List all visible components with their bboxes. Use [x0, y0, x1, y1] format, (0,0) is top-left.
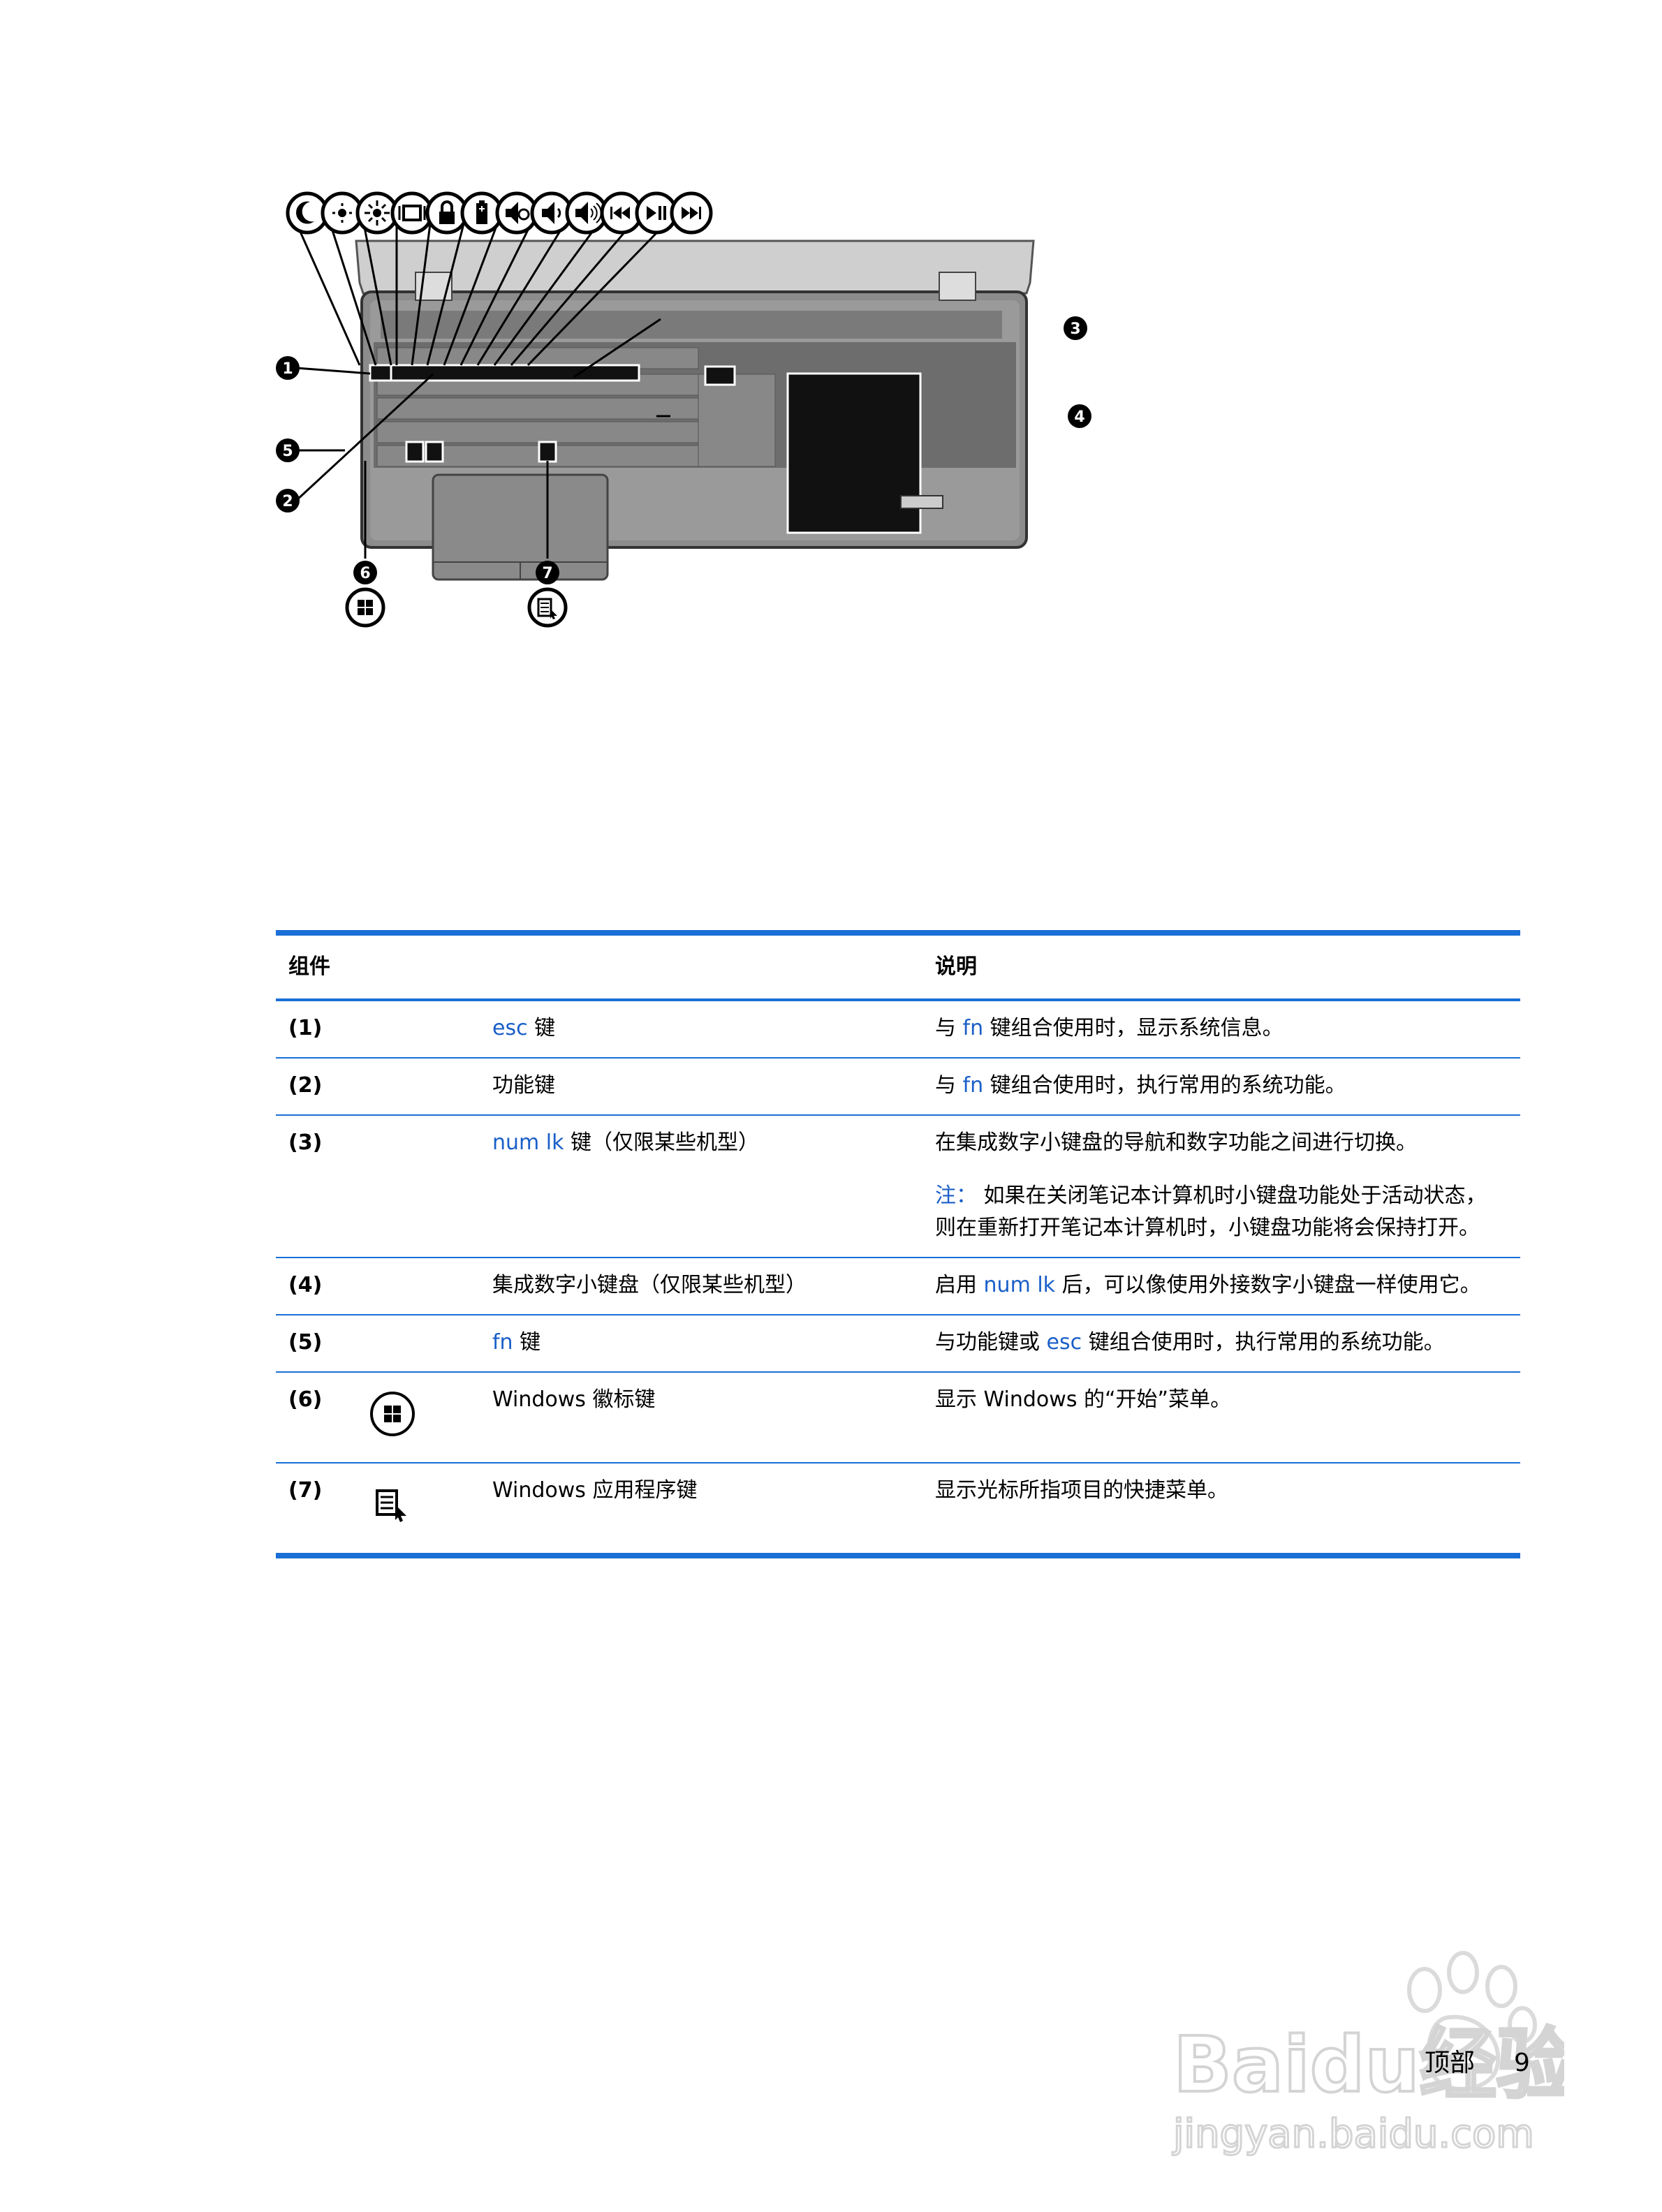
key-name: num lk: [983, 1273, 1056, 1297]
svg-text:5: 5: [282, 443, 293, 460]
table-header-row: 组件 说明: [276, 933, 1520, 1001]
component-description: 在集成数字小键盘的导航和数字功能之间进行切换。 注： 如果在关闭笔记本计算机时小…: [922, 1115, 1520, 1258]
application-key-icon: [376, 1489, 406, 1522]
callout-5: 5: [276, 438, 300, 462]
row-number: (5): [276, 1315, 355, 1373]
volume-down-icon: [530, 191, 573, 235]
table-row: (7) Windows 应用程序键 显示光标所指项目的快捷菜单。: [276, 1463, 1520, 1556]
component-name: Windows 应用程序键: [492, 1478, 698, 1503]
row-number: (4): [276, 1258, 355, 1315]
component-name: num lk 键（仅限某些机型）: [480, 1115, 922, 1258]
row-number: (7): [288, 1478, 323, 1503]
component-name: 集成数字小键盘（仅限某些机型）: [480, 1258, 922, 1315]
callout-1: 1: [276, 356, 300, 380]
header-description: 说明: [922, 933, 1520, 1001]
component-description: 与 fn 键组合使用时，执行常用的系统功能。: [922, 1058, 1520, 1116]
windows-logo-icon: [370, 1392, 415, 1436]
component-description: 启用 num lk 后，可以像使用外接数字小键盘一样使用它。: [922, 1258, 1520, 1315]
key-name: esc: [1046, 1330, 1082, 1355]
svg-text:1: 1: [282, 360, 293, 378]
callout-6: 6: [353, 561, 377, 584]
component-name: fn 键: [480, 1315, 922, 1373]
baidu-watermark: Baidu经验 jingyan.baidu.com: [1145, 1934, 1575, 2167]
key-name: fn: [962, 1016, 984, 1040]
svg-text:2: 2: [282, 493, 293, 510]
brightness-up-icon: [355, 191, 399, 235]
baidu-paw-logo: Baidu经验 jingyan.baidu.com: [1171, 1951, 1575, 2158]
application-key-icon: [527, 587, 568, 628]
component-name: esc 键: [480, 1000, 922, 1059]
table-row: (6) Windows 徽标键 显示 Windows 的“开始”菜单。: [276, 1372, 1520, 1463]
svg-text:7: 7: [542, 565, 552, 582]
svg-text:jingyan.baidu.com: jingyan.baidu.com: [1172, 2111, 1534, 2157]
header-component: 组件: [276, 933, 922, 1001]
leader-lines: [291, 212, 677, 559]
callout-4: 4: [1068, 404, 1091, 428]
component-description: 与 fn 键组合使用时，显示系统信息。: [922, 1000, 1520, 1059]
brightness-down-icon: [321, 191, 364, 235]
svg-text:3: 3: [1070, 320, 1080, 338]
table-row: (2) 功能键 与 fn 键组合使用时，执行常用的系统功能。: [276, 1058, 1520, 1116]
keyboard-illustration: 1 2 3 4 5 6 7: [276, 191, 1091, 628]
sleep-icon: [286, 191, 329, 235]
callout-7: 7: [536, 561, 559, 584]
component-description: 与功能键或 esc 键组合使用时，执行常用的系统功能。: [922, 1315, 1520, 1373]
component-name: 功能键: [480, 1058, 922, 1116]
component-description: 显示光标所指项目的快捷菜单。: [935, 1478, 1228, 1503]
mute-icon: [495, 191, 538, 235]
row-number: (3): [276, 1115, 355, 1258]
laptop-base: [355, 239, 1035, 581]
component-description: 显示 Windows 的“开始”菜单。: [922, 1372, 1520, 1463]
footer-section: 顶部: [1425, 2049, 1476, 2077]
row-number: (1): [276, 1000, 355, 1059]
note-label: 注：: [935, 1184, 977, 1208]
row-number: (2): [276, 1058, 355, 1116]
row-number: (6): [276, 1372, 355, 1463]
table-row: (5) fn 键 与功能键或 esc 键组合使用时，执行常用的系统功能。: [276, 1315, 1520, 1373]
table-row: (4) 集成数字小键盘（仅限某些机型） 启用 num lk 后，可以像使用外接数…: [276, 1258, 1520, 1315]
note: 注： 如果在关闭笔记本计算机时小键盘功能处于活动状态，则在重新打开笔记本计算机时…: [935, 1180, 1506, 1244]
page-number: 9: [1514, 2049, 1530, 2077]
note-text: 如果在关闭笔记本计算机时小键盘功能处于活动状态，则在重新打开笔记本计算机时，小键…: [935, 1184, 1487, 1240]
svg-text:6: 6: [360, 565, 370, 582]
windows-logo-icon: [345, 587, 385, 628]
keyboard-figure: 1 2 3 4 5 6 7: [265, 168, 1117, 922]
table-row: (3) num lk 键（仅限某些机型） 在集成数字小键盘的导航和数字功能之间进…: [276, 1115, 1520, 1258]
svg-text:Baidu经验: Baidu经验: [1173, 2020, 1564, 2109]
key-name: num lk: [492, 1130, 564, 1155]
callout-3: 3: [1064, 316, 1087, 340]
next-track-icon: [670, 191, 713, 235]
function-key-strip: [369, 364, 640, 382]
key-name: esc: [492, 1016, 528, 1040]
component-name: Windows 徽标键: [480, 1372, 922, 1463]
svg-text:4: 4: [1074, 408, 1084, 426]
key-name: fn: [492, 1330, 513, 1355]
key-name: fn: [962, 1073, 984, 1098]
function-key-icon-row: [286, 191, 713, 235]
page-footer: 顶部 9: [1425, 2042, 1530, 2079]
table-row: (1) esc 键 与 fn 键组合使用时，显示系统信息。: [276, 1000, 1520, 1059]
callout-2: 2: [276, 489, 300, 513]
components-table: 组件 说明 (1) esc 键 与 fn 键组合使用时，显示系统信息。 (2) …: [276, 930, 1520, 1558]
